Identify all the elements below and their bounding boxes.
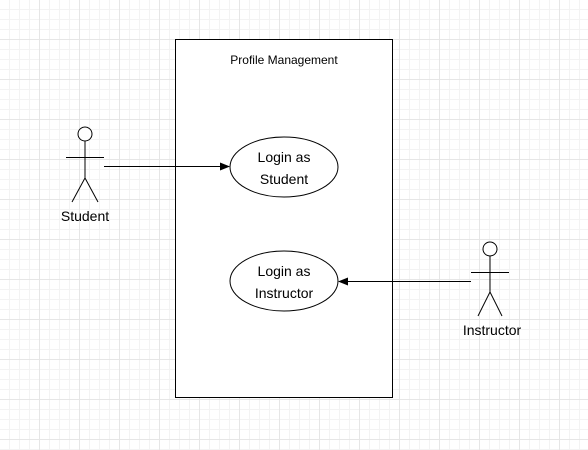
system-boundary[interactable]: Profile Management bbox=[175, 39, 393, 398]
use-case-login-student-line-1: Login as bbox=[258, 149, 311, 165]
actor-student-label: Student bbox=[61, 208, 109, 224]
actor-instructor-label: Instructor bbox=[463, 322, 522, 338]
use-case-login-instructor-line-1: Login as bbox=[258, 263, 311, 279]
system-title: Profile Management bbox=[230, 53, 338, 67]
actor-student[interactable]: Student bbox=[61, 126, 109, 224]
stick-figure-icon bbox=[66, 126, 104, 203]
use-case-login-instructor-line-2: Instructor bbox=[255, 285, 314, 301]
actor-instructor[interactable]: Instructor bbox=[463, 241, 522, 338]
use-case-login-student[interactable]: Login as Student bbox=[229, 136, 339, 198]
use-case-login-student-line-2: Student bbox=[260, 171, 308, 187]
use-case-login-instructor[interactable]: Login as Instructor bbox=[229, 250, 339, 312]
stick-figure-icon bbox=[471, 241, 509, 317]
